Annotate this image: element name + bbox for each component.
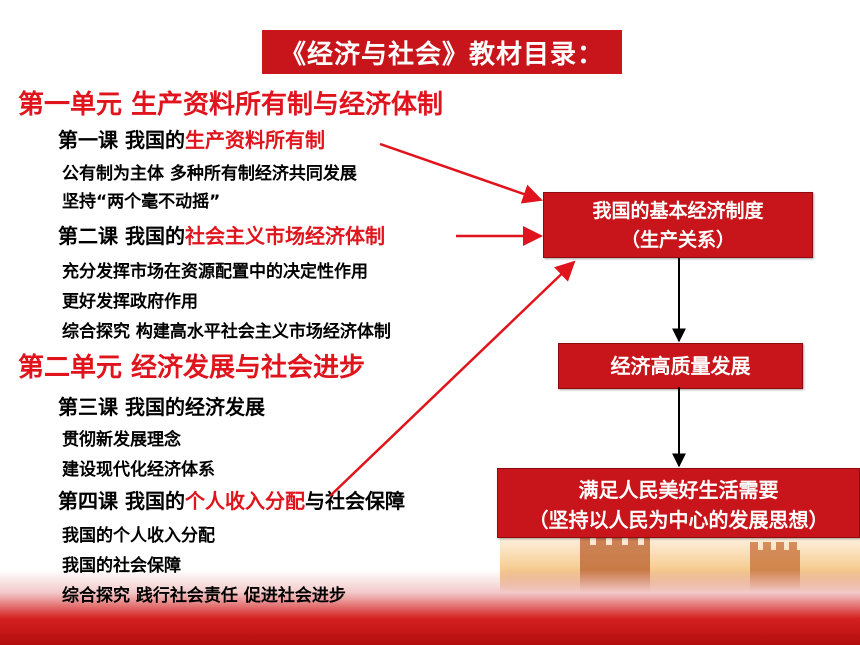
unit-1-heading: 第一单元 生产资料所有制与经济体制 — [18, 90, 444, 120]
lesson-4-item: 我国的个人收入分配 — [62, 526, 215, 546]
lesson-2-item: 综合探究 构建高水平社会主义市场经济体制 — [62, 322, 391, 342]
lesson-1-heading: 第一课 我国的生产资料所有制 — [58, 124, 325, 153]
box-line: 满足人民美好生活需要 — [578, 478, 779, 502]
lesson-1-highlight: 生产资料所有制 — [184, 128, 325, 152]
lesson-4-item: 我国的社会保障 — [62, 556, 181, 576]
lesson-2-heading: 第二课 我国的社会主义市场经济体制 — [58, 220, 385, 249]
lesson-1-item: 坚持“两个毫不动摇” — [62, 192, 221, 212]
lesson-4-item: 综合探究 践行社会责任 促进社会进步 — [62, 586, 346, 606]
lesson-2-prefix: 第二课 我国的 — [58, 224, 185, 248]
bottom-red-band — [0, 570, 860, 645]
high-quality-development-box: 经济高质量发展 — [558, 343, 803, 389]
lesson-2-item: 充分发挥市场在资源配置中的决定性作用 — [62, 262, 368, 282]
arrow-lesson4-to-basic — [329, 260, 576, 497]
lesson-4-highlight: 个人收入分配 — [184, 489, 305, 513]
box-line: 我国的基本经济制度 — [592, 200, 764, 222]
box-line: （生产关系） — [620, 229, 735, 251]
lesson-3-heading: 第三课 我国的经济发展 — [58, 395, 265, 419]
box-line: （坚持以人民为中心的发展思想） — [528, 508, 829, 532]
people-needs-box: 满足人民美好生活需要 （坚持以人民为中心的发展思想） — [497, 468, 860, 538]
page-title: 《经济与社会》教材目录： — [262, 30, 622, 74]
lesson-4-prefix: 第四课 我国的 — [58, 489, 185, 513]
lesson-4-suffix: 与社会保障 — [304, 489, 405, 513]
basic-economic-system-box: 我国的基本经济制度 （生产关系） — [543, 192, 813, 258]
lesson-1-prefix: 第一课 我国的 — [58, 128, 185, 152]
lesson-2-item: 更好发挥政府作用 — [62, 292, 198, 312]
arrow-lesson1-to-basic — [379, 142, 543, 204]
lesson-1-item: 公有制为主体 多种所有制经济共同发展 — [62, 164, 357, 184]
lesson-3-item: 贯彻新发展理念 — [62, 430, 181, 450]
lesson-3-item: 建设现代化经济体系 — [62, 460, 215, 480]
lesson-4-heading: 第四课 我国的个人收入分配与社会保障 — [58, 485, 405, 514]
lesson-2-highlight: 社会主义市场经济体制 — [184, 224, 385, 248]
unit-2-heading: 第二单元 经济发展与社会进步 — [18, 353, 366, 383]
